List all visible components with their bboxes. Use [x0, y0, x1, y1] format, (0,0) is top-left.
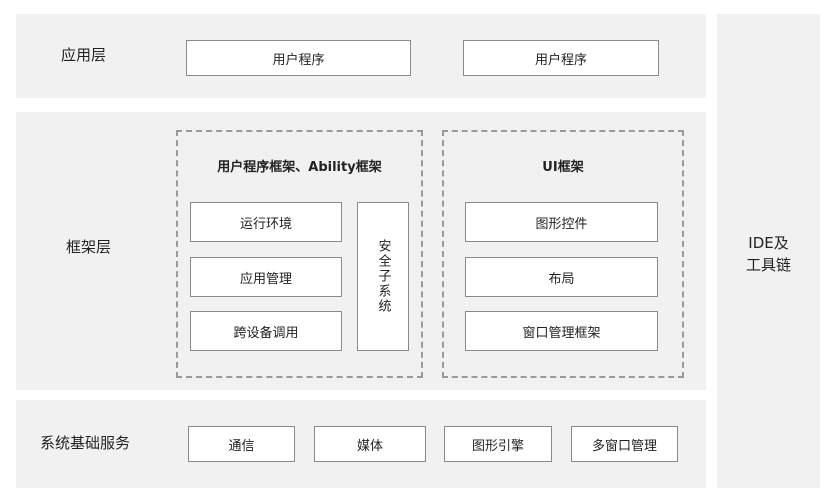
ide-toolchain-panel: IDE及 工具链	[717, 14, 820, 488]
framework-layer: 框架层 用户程序框架、Ability框架 运行环境 应用管理 跨设备调用 安全子…	[16, 112, 706, 390]
window-management-framework-box: 窗口管理框架	[465, 311, 658, 351]
communication-box: 通信	[188, 426, 295, 462]
ide-toolchain-label: IDE及 工具链	[717, 232, 820, 276]
media-box: 媒体	[314, 426, 426, 462]
multi-window-management-box: 多窗口管理	[571, 426, 678, 462]
ui-framework-title: UI框架	[542, 160, 584, 175]
system-services-layer: 系统基础服务 通信 媒体 图形引擎 多窗口管理	[16, 400, 706, 488]
app-management-box: 应用管理	[190, 257, 342, 297]
user-program-box-2: 用户程序	[463, 40, 659, 76]
ability-framework-title: 用户程序框架、Ability框架	[217, 160, 382, 175]
security-subsystem-label: 安全子系统	[375, 239, 391, 314]
runtime-environment-box: 运行环境	[190, 202, 342, 242]
security-subsystem-box: 安全子系统	[357, 202, 409, 351]
graphic-controls-box: 图形控件	[465, 202, 658, 242]
graphics-engine-box: 图形引擎	[444, 426, 552, 462]
framework-layer-label: 框架层	[66, 238, 112, 256]
system-services-layer-label: 系统基础服务	[40, 434, 131, 452]
ability-framework-group: 用户程序框架、Ability框架 运行环境 应用管理 跨设备调用 安全子系统	[176, 130, 423, 378]
layout-box: 布局	[465, 257, 658, 297]
ide-toolchain-line-2: 工具链	[745, 256, 791, 274]
ui-framework-group: UI框架 图形控件 布局 窗口管理框架	[442, 130, 684, 378]
cross-device-call-box: 跨设备调用	[190, 311, 342, 351]
ide-toolchain-line-1: IDE及	[748, 234, 789, 252]
user-program-box-1: 用户程序	[186, 40, 411, 76]
application-layer-label: 应用层	[61, 46, 107, 64]
application-layer: 应用层 用户程序 用户程序	[16, 14, 706, 98]
